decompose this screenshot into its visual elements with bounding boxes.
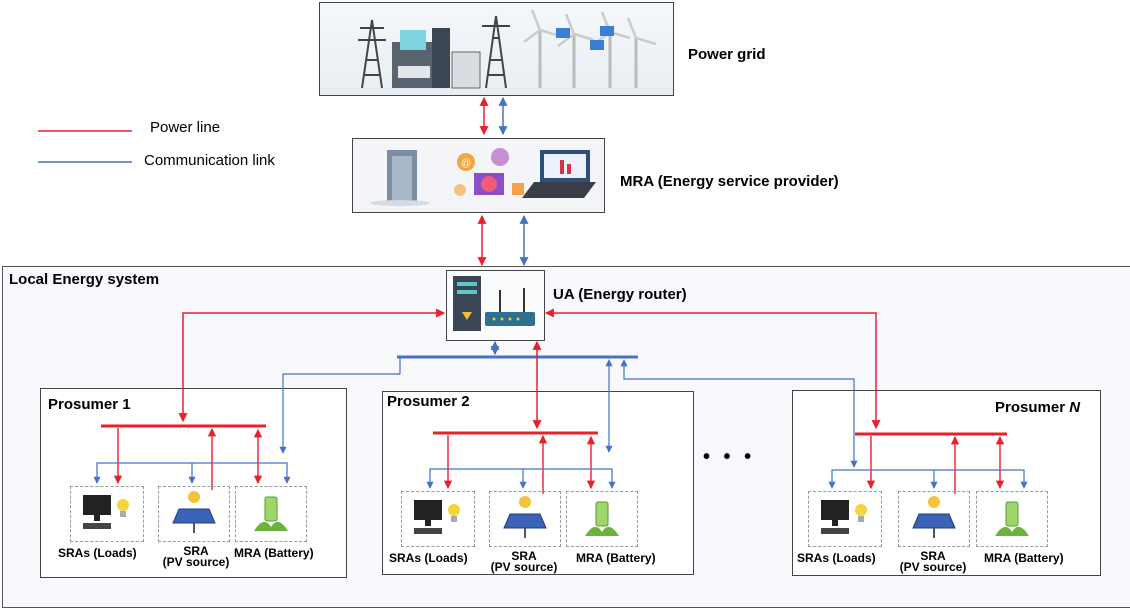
legend-communication-link-label: Communication link: [144, 152, 275, 169]
laptop-icon: [522, 150, 596, 198]
wind-turbine-icon: [523, 9, 657, 88]
power-grid-label: Power grid: [688, 46, 766, 63]
prosumer-2-battery-label: MRA (Battery): [576, 551, 656, 565]
prosumer-1-pv-tile: [158, 486, 230, 542]
prosumer-1-battery-label: MRA (Battery): [234, 546, 314, 560]
prosumer-1-pv-label: SRA (PV source): [156, 544, 236, 569]
computer-lightbulb-icon: [821, 500, 867, 534]
prosumer-n-pv-label: SRA (PV source): [893, 549, 973, 574]
prosumer-2-pv-label-line2: (PV source): [490, 560, 558, 574]
prosumer-2-battery-tile: [566, 491, 638, 547]
office-building-icon: [370, 150, 430, 206]
prosumer-n-battery-label: MRA (Battery): [984, 551, 1064, 565]
prosumer-2-title-suffix: 2: [461, 393, 470, 410]
prosumer-n-pv-label-line1: SRA: [920, 549, 946, 563]
prosumer-1-title: Prosumer 1: [48, 396, 131, 413]
comm-link-bus-prosumer-1: [279, 373, 400, 454]
prosumer-2-pv-label-line1: SRA: [511, 549, 537, 563]
prosumer-1-pv-label-line2: (PV source): [162, 555, 230, 569]
solar-panel-icon: [503, 496, 547, 538]
comm-link-bus-prosumer-n: [620, 359, 858, 468]
local-energy-system-title: Local Energy system: [9, 271, 160, 288]
power-link-ua-prosumer-1: [178, 308, 446, 423]
prosumer-n-pv-label-line2: (PV source): [899, 560, 967, 574]
legend-power-line-label: Power line: [150, 119, 221, 136]
prosumer-n-title: Prosumer N: [995, 399, 1080, 416]
prosumer-n-loads-label: SRAs (Loads): [797, 551, 876, 565]
prosumer-n-title-prefix: Prosumer: [995, 399, 1066, 416]
prosumer-1-battery-tile: [235, 486, 307, 542]
solar-panel-icon: [912, 496, 956, 538]
power-link-ua-prosumer-n: [544, 308, 881, 430]
network-services-icon: @: [454, 148, 524, 196]
computer-lightbulb-icon: [83, 495, 129, 529]
prosumer-1-title-prefix: Prosumer: [48, 396, 119, 413]
svg-text:@: @: [461, 158, 471, 169]
prosumer-1-loads-tile: [70, 486, 144, 542]
mra-provider-label: MRA (Energy service provider): [620, 173, 839, 190]
prosumer-n-comm-bus: [828, 469, 1028, 489]
power-plant-icon: [358, 15, 510, 89]
prosumer-n-battery-tile: [976, 491, 1048, 547]
green-battery-icon: [995, 501, 1029, 536]
solar-panel-icon: [172, 491, 216, 533]
prosumer-2-comm-bus: [426, 468, 616, 489]
prosumer-n-title-suffix: N: [1069, 399, 1081, 416]
prosumer-1-title-suffix: 1: [122, 396, 131, 413]
prosumer-1-loads-label: SRAs (Loads): [58, 546, 137, 560]
router-icon: [485, 288, 535, 326]
prosumer-1-pv-label-line1: SRA: [183, 544, 209, 558]
server-icon: [453, 276, 481, 331]
prosumer-n-pv-tile: [898, 491, 970, 547]
green-battery-icon: [254, 496, 288, 531]
ua-router-label: UA (Energy router): [553, 286, 687, 303]
prosumer-2-pv-label: SRA (PV source): [484, 549, 564, 574]
prosumer-n-loads-tile: [808, 491, 882, 547]
computer-lightbulb-icon: [414, 500, 460, 534]
prosumer-2-loads-label: SRAs (Loads): [389, 551, 468, 565]
prosumer-2-pv-tile: [489, 491, 561, 547]
prosumer-2-loads-tile: [401, 491, 475, 547]
green-battery-icon: [585, 501, 619, 536]
